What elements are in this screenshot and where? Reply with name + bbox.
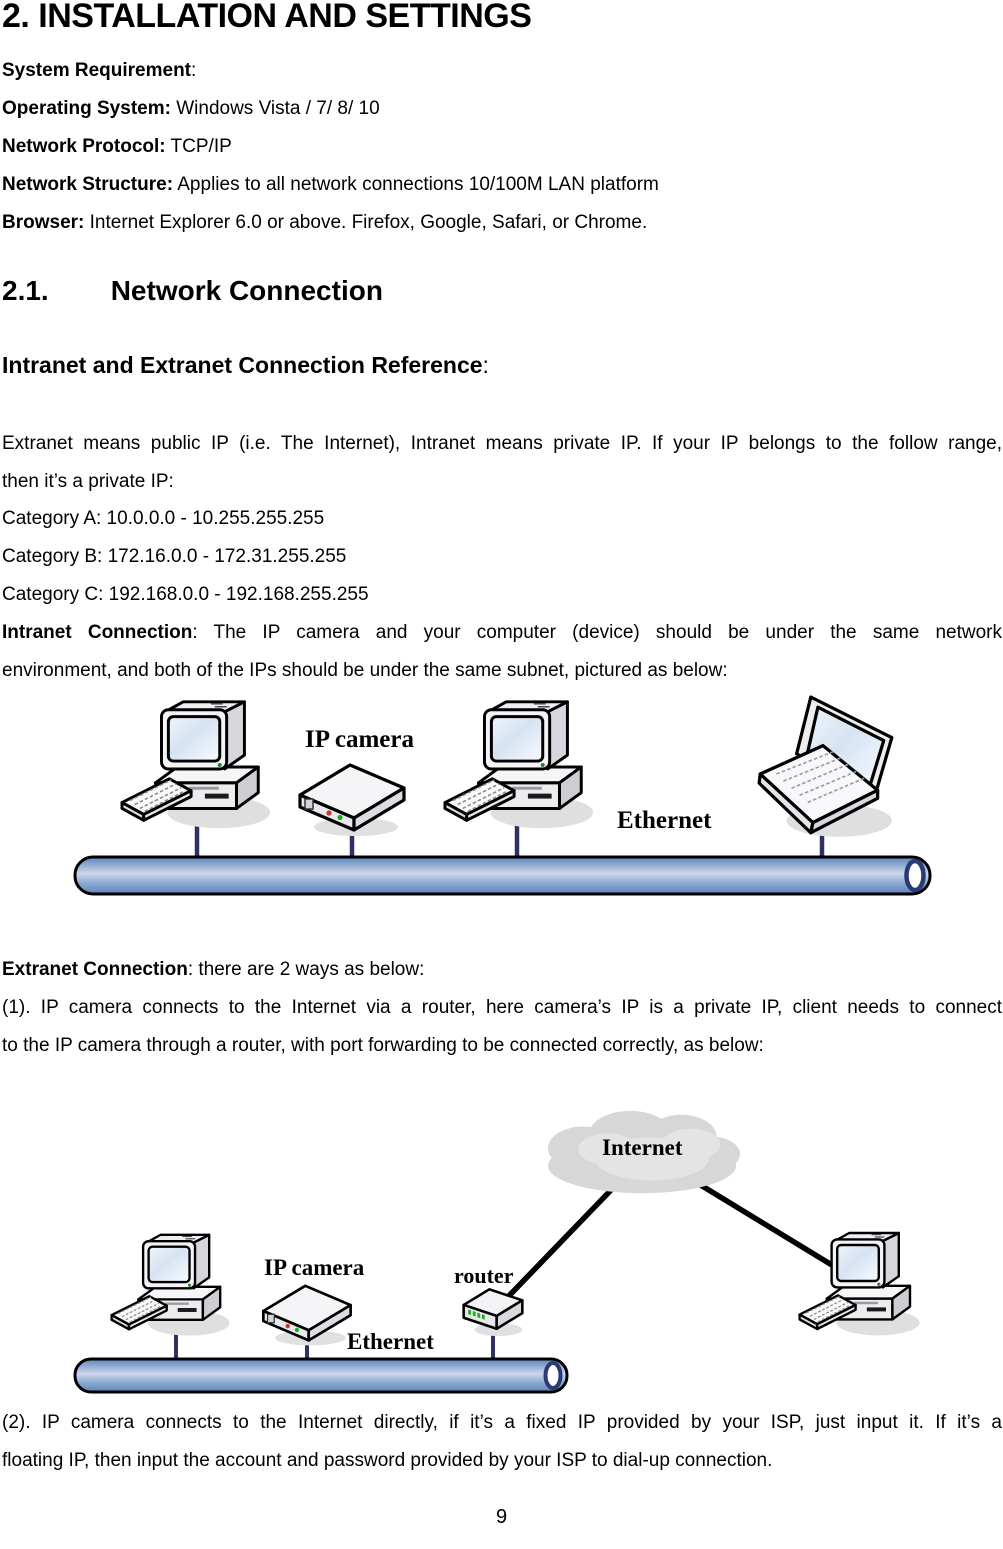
diagram2-router-label: router bbox=[454, 1263, 514, 1288]
section-number: 2.1. bbox=[2, 275, 49, 306]
system-requirement-label: System Requirement bbox=[2, 60, 192, 81]
ethernet-bus-pipe bbox=[73, 855, 932, 896]
diagram1-ethernet-label: Ethernet bbox=[617, 807, 712, 834]
diagram1-ip-camera-label: IP camera bbox=[305, 726, 414, 753]
router-icon bbox=[462, 1288, 524, 1338]
system-requirement-colon: : bbox=[191, 60, 197, 81]
intranet-connection-paragraph: Intranet Connection: The IP camera and y… bbox=[2, 614, 1002, 690]
internet-links bbox=[501, 1178, 848, 1304]
extranet-network-diagram bbox=[73, 1110, 921, 1394]
intranet-network-diagram bbox=[73, 695, 932, 896]
desktop-computer-icon bbox=[443, 700, 595, 830]
category-a: Category A: 10.0.0.0 - 10.255.255.255 bbox=[2, 508, 325, 529]
diagram2-ip-camera-label: IP camera bbox=[264, 1255, 365, 1280]
reference-heading: Intranet and Extranet Connection Referen… bbox=[2, 352, 489, 378]
system-requirement-heading: System Requirement: bbox=[2, 58, 196, 84]
ethernet-bus-pipe bbox=[73, 1357, 569, 1394]
requirement-structure: Network Structure: Applies to all networ… bbox=[2, 174, 659, 195]
ip-camera-icon bbox=[298, 763, 406, 838]
text-line: to the IP camera through a router, with … bbox=[2, 1035, 764, 1056]
page-title: 2. INSTALLATION AND SETTINGS bbox=[2, 0, 532, 35]
text-line: Intranet Connection: The IP camera and y… bbox=[2, 622, 1002, 643]
section-title: Network Connection bbox=[110, 275, 383, 306]
desktop-computer-icon bbox=[120, 700, 272, 830]
pipe-end-opening bbox=[904, 858, 926, 893]
intranet-connection-label: Intranet Connection bbox=[2, 622, 193, 643]
extranet-connection-heading-line: Extranet Connection: there are 2 ways as… bbox=[2, 959, 425, 980]
extranet-way2-paragraph: (2). IP camera connects to the Internet … bbox=[2, 1404, 1002, 1480]
desktop-computer-icon bbox=[110, 1233, 231, 1337]
diagram2-internet-label: Internet bbox=[602, 1135, 683, 1160]
extranet-connection-label: Extranet Connection bbox=[2, 959, 188, 980]
requirement-protocol: Network Protocol: TCP/IP bbox=[2, 136, 232, 157]
laptop-icon bbox=[757, 695, 894, 839]
category-c: Category C: 192.168.0.0 - 192.168.255.25… bbox=[2, 584, 369, 605]
text-line: (1). IP camera connects to the Internet … bbox=[2, 997, 1002, 1018]
section-heading: 2.1. Network Connection bbox=[2, 275, 383, 307]
requirement-browser: Browser: Internet Explorer 6.0 or above.… bbox=[2, 212, 648, 233]
cloud-to-client-line bbox=[691, 1178, 848, 1276]
category-b: Category B: 172.16.0.0 - 172.31.255.255 bbox=[2, 546, 347, 567]
cloud-to-router-line bbox=[501, 1186, 615, 1304]
text-line: floating IP, then input the account and … bbox=[2, 1450, 773, 1471]
reference-intro: Extranet means public IP (i.e. The Inter… bbox=[2, 425, 1002, 501]
connector-lines bbox=[194, 819, 825, 860]
text-line: then it’s a private IP: bbox=[2, 471, 174, 492]
text-line: Extranet means public IP (i.e. The Inter… bbox=[2, 433, 1002, 454]
ip-camera-icon bbox=[262, 1284, 352, 1347]
text-line: (2). IP camera connects to the Internet … bbox=[2, 1412, 1002, 1433]
text-line: environment, and both of the IPs should … bbox=[2, 660, 728, 681]
page-number: 9 bbox=[495, 1506, 508, 1528]
requirement-os: Operating System: Windows Vista / 7/ 8/ … bbox=[2, 98, 380, 119]
pipe-end-opening bbox=[543, 1361, 563, 1390]
remote-desktop-computer-icon bbox=[798, 1231, 921, 1337]
diagram2-ethernet-label: Ethernet bbox=[347, 1329, 434, 1354]
extranet-way1-paragraph: (1). IP camera connects to the Internet … bbox=[2, 989, 1002, 1065]
